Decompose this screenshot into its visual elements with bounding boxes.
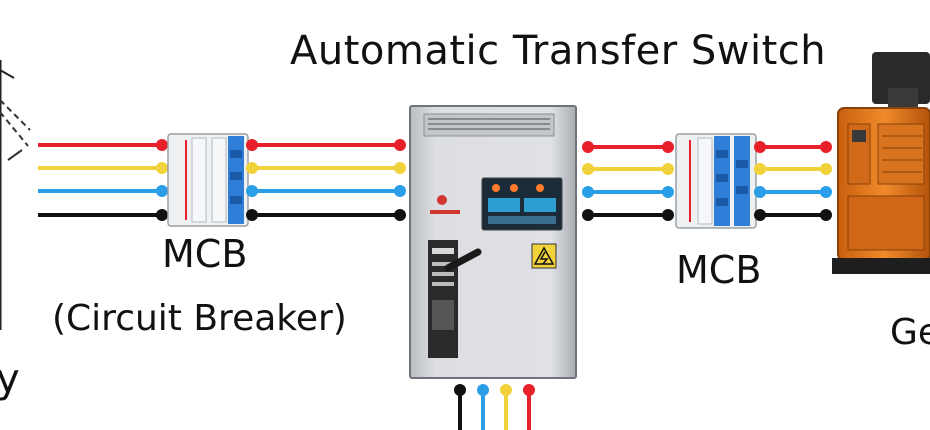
wires-mcb-to-ats	[246, 139, 406, 221]
mcb-left-label: MCB	[162, 232, 248, 276]
diagram-title: Automatic Transfer Switch	[290, 28, 827, 74]
mcb-left	[167, 133, 249, 227]
wires-utility-to-mcb	[38, 139, 168, 221]
ats-panel	[409, 105, 577, 379]
mcb-left-sublabel: (Circuit Breaker)	[52, 298, 347, 339]
wires-ats-output	[454, 384, 535, 430]
wires-ats-to-mcb	[582, 141, 674, 221]
wires-mcb-to-generator	[754, 141, 832, 221]
generator-icon	[832, 52, 930, 274]
high-voltage-warning-icon	[531, 243, 557, 269]
mcb-right	[675, 133, 757, 229]
utility-pole-icon	[0, 60, 31, 330]
mcb-right-label: MCB	[676, 248, 762, 292]
utility-label: y	[0, 356, 20, 402]
generator-label: Ge	[890, 312, 930, 353]
